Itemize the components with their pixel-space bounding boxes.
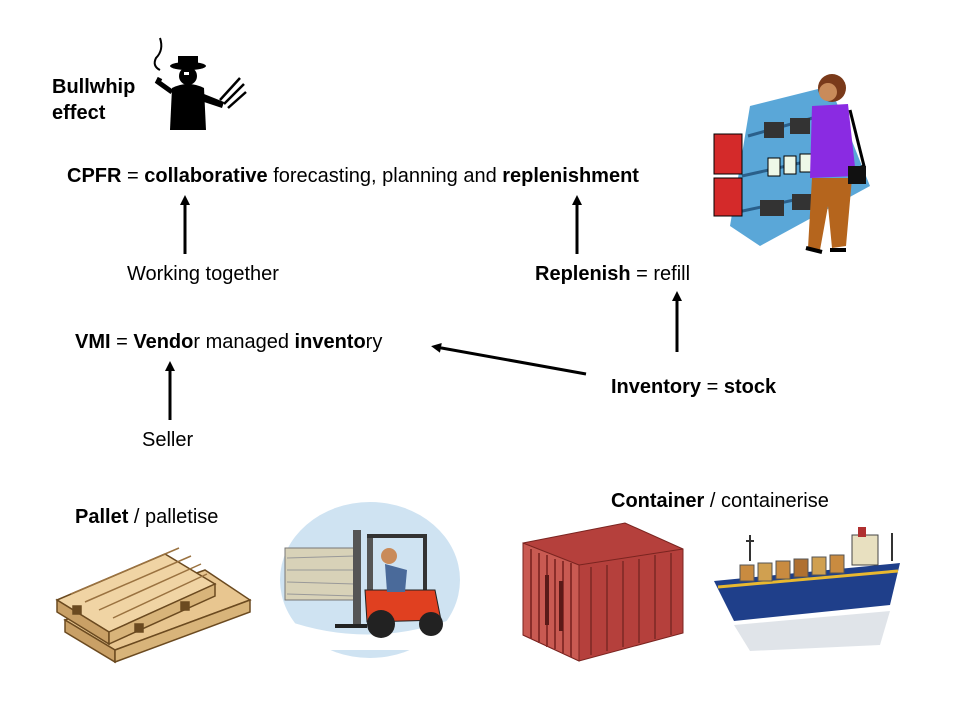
inventory-definition: Inventory = stock <box>611 375 776 399</box>
inventory-equals: = <box>701 376 724 398</box>
pallet-word: Pallet <box>75 506 129 528</box>
bullwhip-title: Bullwhip effect <box>52 74 135 126</box>
pallet-rest: / palletise <box>128 506 219 528</box>
vmi-equals: = <box>110 331 134 353</box>
container-word: Container <box>611 490 705 512</box>
replenish-rest: = refill <box>630 263 691 285</box>
cpfr-equals: = <box>121 165 145 187</box>
cpfr-middle: forecasting, planning and <box>267 165 503 187</box>
vmi-ry: ry <box>365 331 383 353</box>
bullwhip-line2: effect <box>52 102 106 124</box>
vmi-vendo: Vendo <box>133 331 194 353</box>
pallet-definition: Pallet / palletise <box>75 505 218 529</box>
container-definition: Container / containerise <box>611 489 829 513</box>
container-rest: / containerise <box>704 490 829 512</box>
seller-label: Seller <box>142 429 194 451</box>
replenish-word: Replenish <box>535 263 631 285</box>
inventory-stock: stock <box>723 376 777 398</box>
cpfr-definition: CPFR = collaborative forecasting, planni… <box>67 164 639 188</box>
vmi-invento: invento <box>294 331 366 353</box>
forklift-icon <box>280 502 460 658</box>
cpfr-replenishment: replenishment <box>502 165 639 187</box>
working-together-label: Working together <box>127 263 279 285</box>
vmi-definition: VMI = Vendor managed inventory <box>75 330 382 354</box>
shopper-icon <box>713 74 870 254</box>
pallet-icon <box>55 547 252 664</box>
bullwhip-man-icon <box>153 37 247 130</box>
cpfr-abbr: CPFR <box>67 165 122 187</box>
ship-icon <box>714 527 900 651</box>
replenish-definition: Replenish = refill <box>535 262 690 286</box>
inventory-word: Inventory <box>611 376 702 398</box>
cpfr-collaborative: collaborative <box>144 165 268 187</box>
vmi-abbr: VMI <box>75 331 111 353</box>
vmi-managed: r managed <box>193 331 295 353</box>
bullwhip-line1: Bullwhip <box>52 76 136 98</box>
container-icon <box>522 522 684 662</box>
